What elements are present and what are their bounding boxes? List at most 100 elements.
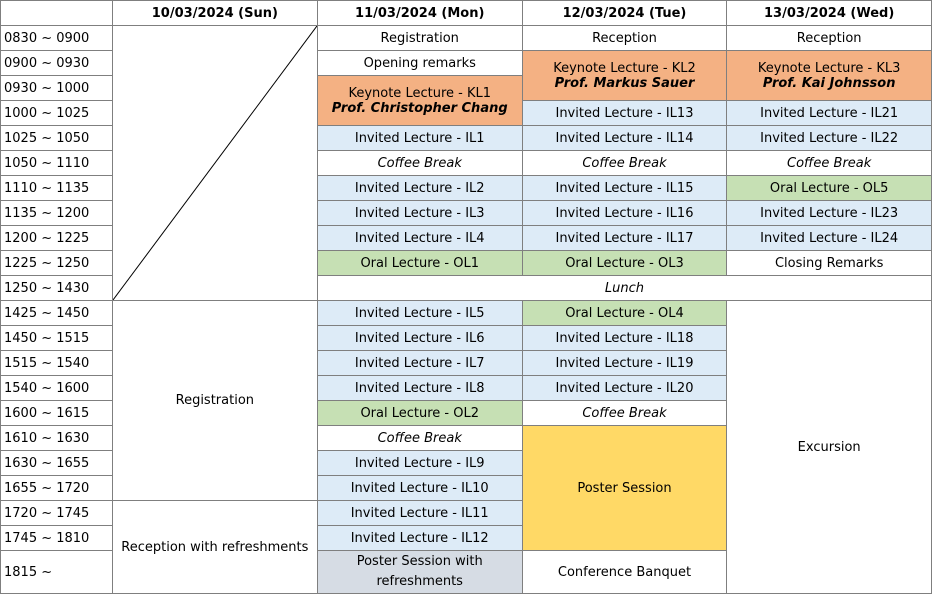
keynote-title: Keynote Lecture - KL1 [348, 85, 491, 101]
wed-invited-il24: Invited Lecture - IL24 [726, 225, 932, 251]
header-day-mon: 11/03/2024 (Mon) [316, 0, 523, 26]
time-slot: 1135 ~ 1200 [0, 200, 113, 226]
table-row: 1225 ~ 1250 Oral Lecture - OL1 Oral Lect… [0, 250, 932, 276]
keynote-title: Keynote Lecture - KL2 [553, 60, 696, 76]
table-row: 1135 ~ 1200 Invited Lecture - IL3 Invite… [0, 200, 932, 226]
mon-invited-il8: Invited Lecture - IL8 [316, 375, 523, 401]
wed-invited-il22: Invited Lecture - IL22 [726, 125, 932, 151]
keynote-speaker: Prof. Markus Sauer [554, 75, 695, 91]
mon-oral-ol2: Oral Lecture - OL2 [316, 400, 523, 426]
table-row: 1655 ~ 1720 Invited Lecture - IL10 [0, 475, 932, 501]
time-slot: 1720 ~ 1745 [0, 500, 113, 526]
sun-registration: Registration [111, 300, 318, 501]
tue-invited-il17: Invited Lecture - IL17 [521, 225, 728, 251]
table-row: 1540 ~ 1600 Invited Lecture - IL8 Invite… [0, 375, 932, 401]
wed-coffee-break: Coffee Break [726, 150, 932, 176]
table-row: 1050 ~ 1110 Coffee Break Coffee Break Co… [0, 150, 932, 176]
wed-reception: Reception [726, 25, 932, 51]
mon-invited-il10: Invited Lecture - IL10 [316, 475, 523, 501]
time-slot: 1655 ~ 1720 [0, 475, 113, 501]
table-row: 1815 ~ Poster Session with refreshments … [0, 550, 932, 594]
time-slot: 1200 ~ 1225 [0, 225, 113, 251]
mon-opening-remarks: Opening remarks [316, 50, 523, 76]
sun-morning-empty [111, 25, 318, 301]
tue-reception: Reception [521, 25, 728, 51]
tue-oral-ol4: Oral Lecture - OL4 [521, 300, 728, 326]
mon-coffee-break-2: Coffee Break [316, 425, 523, 451]
wed-oral-ol5: Oral Lecture - OL5 [726, 175, 932, 201]
time-slot: 0900 ~ 0930 [0, 50, 113, 76]
tue-coffee-break: Coffee Break [521, 150, 728, 176]
time-slot: 1050 ~ 1110 [0, 150, 113, 176]
time-slot: 1250 ~ 1430 [0, 275, 113, 301]
keynote-speaker: Prof. Kai Johnsson [762, 75, 896, 91]
sun-reception-refreshments: Reception with refreshments [111, 500, 318, 594]
time-slot: 1450 ~ 1515 [0, 325, 113, 351]
mon-invited-il4: Invited Lecture - IL4 [316, 225, 523, 251]
time-slot: 1630 ~ 1655 [0, 450, 113, 476]
tue-invited-il13: Invited Lecture - IL13 [521, 100, 728, 126]
tue-keynote-kl2: Keynote Lecture - KL2 Prof. Markus Sauer [521, 50, 728, 101]
tue-invited-il19: Invited Lecture - IL19 [521, 350, 728, 376]
tue-invited-il15: Invited Lecture - IL15 [521, 175, 728, 201]
table-row: 1515 ~ 1540 Invited Lecture - IL7 Invite… [0, 350, 932, 376]
wed-keynote-kl3: Keynote Lecture - KL3 Prof. Kai Johnsson [726, 50, 932, 101]
time-slot: 1515 ~ 1540 [0, 350, 113, 376]
keynote-title: Keynote Lecture - KL3 [757, 60, 901, 76]
tue-oral-ol3: Oral Lecture - OL3 [521, 250, 728, 276]
mon-invited-il1: Invited Lecture - IL1 [316, 125, 523, 151]
time-slot: 0830 ~ 0900 [0, 25, 113, 51]
table-row: 1000 ~ 1025 Invited Lecture - IL13 Invit… [0, 100, 932, 126]
table-row: 1250 ~ 1430 Lunch [0, 275, 932, 301]
time-slot: 1815 ~ [0, 550, 113, 594]
time-slot: 1025 ~ 1050 [0, 125, 113, 151]
header-day-sun: 10/03/2024 (Sun) [111, 0, 318, 26]
mon-invited-il11: Invited Lecture - IL11 [316, 500, 523, 526]
header-row: 10/03/2024 (Sun) 11/03/2024 (Mon) 12/03/… [0, 0, 932, 26]
table-row: 1425 ~ 1450 Registration Invited Lecture… [0, 300, 932, 594]
mon-invited-il12: Invited Lecture - IL12 [316, 525, 523, 551]
wed-invited-il23: Invited Lecture - IL23 [726, 200, 932, 226]
wed-closing-remarks: Closing Remarks [726, 250, 932, 276]
tue-conference-banquet: Conference Banquet [521, 550, 728, 594]
schedule-table: 10/03/2024 (Sun) 11/03/2024 (Mon) 12/03/… [0, 0, 932, 594]
table-row: 1745 ~ 1810 Invited Lecture - IL12 [0, 525, 932, 551]
mon-invited-il7: Invited Lecture - IL7 [316, 350, 523, 376]
time-slot: 1110 ~ 1135 [0, 175, 113, 201]
mon-invited-il2: Invited Lecture - IL2 [316, 175, 523, 201]
tue-poster-session: Poster Session [521, 425, 728, 551]
diagonal-line [113, 26, 317, 300]
tue-invited-il14: Invited Lecture - IL14 [521, 125, 728, 151]
time-slot: 1745 ~ 1810 [0, 525, 113, 551]
mon-invited-il9: Invited Lecture - IL9 [316, 450, 523, 476]
time-slot: 1000 ~ 1025 [0, 100, 113, 126]
wed-invited-il21: Invited Lecture - IL21 [726, 100, 932, 126]
mon-invited-il5: Invited Lecture - IL5 [316, 300, 523, 326]
mon-registration: Registration [316, 25, 523, 51]
time-slot: 1225 ~ 1250 [0, 250, 113, 276]
wed-excursion: Excursion [726, 300, 932, 594]
tue-invited-il18: Invited Lecture - IL18 [521, 325, 728, 351]
tue-coffee-break-2: Coffee Break [521, 400, 728, 426]
table-row: 1025 ~ 1050 Invited Lecture - IL1 Invite… [0, 125, 932, 151]
mon-invited-il6: Invited Lecture - IL6 [316, 325, 523, 351]
table-row: 0900 ~ 0930 Opening remarks Keynote Lect… [0, 50, 932, 101]
time-slot: 1610 ~ 1630 [0, 425, 113, 451]
time-slot: 1600 ~ 1615 [0, 400, 113, 426]
mon-coffee-break: Coffee Break [316, 150, 523, 176]
table-row: 1600 ~ 1615 Oral Lecture - OL2 Coffee Br… [0, 400, 932, 426]
header-corner [0, 0, 113, 26]
time-slot: 0930 ~ 1000 [0, 75, 113, 101]
keynote-speaker: Prof. Christopher Chang [331, 100, 508, 116]
table-row: 0930 ~ 1000 Keynote Lecture - KL1 Prof. … [0, 75, 932, 126]
mon-poster-session-refreshments: Poster Session with refreshments [316, 550, 523, 594]
table-row: 1610 ~ 1630 Coffee Break Poster Session [0, 425, 932, 551]
tue-invited-il20: Invited Lecture - IL20 [521, 375, 728, 401]
time-slot: 1540 ~ 1600 [0, 375, 113, 401]
time-slot: 1425 ~ 1450 [0, 300, 113, 326]
mon-keynote-kl1: Keynote Lecture - KL1 Prof. Christopher … [316, 75, 523, 126]
tue-invited-il16: Invited Lecture - IL16 [521, 200, 728, 226]
table-row: 0830 ~ 0900 Registration Reception Recep… [0, 25, 932, 301]
header-day-wed: 13/03/2024 (Wed) [726, 0, 932, 26]
lunch: Lunch [316, 275, 932, 301]
